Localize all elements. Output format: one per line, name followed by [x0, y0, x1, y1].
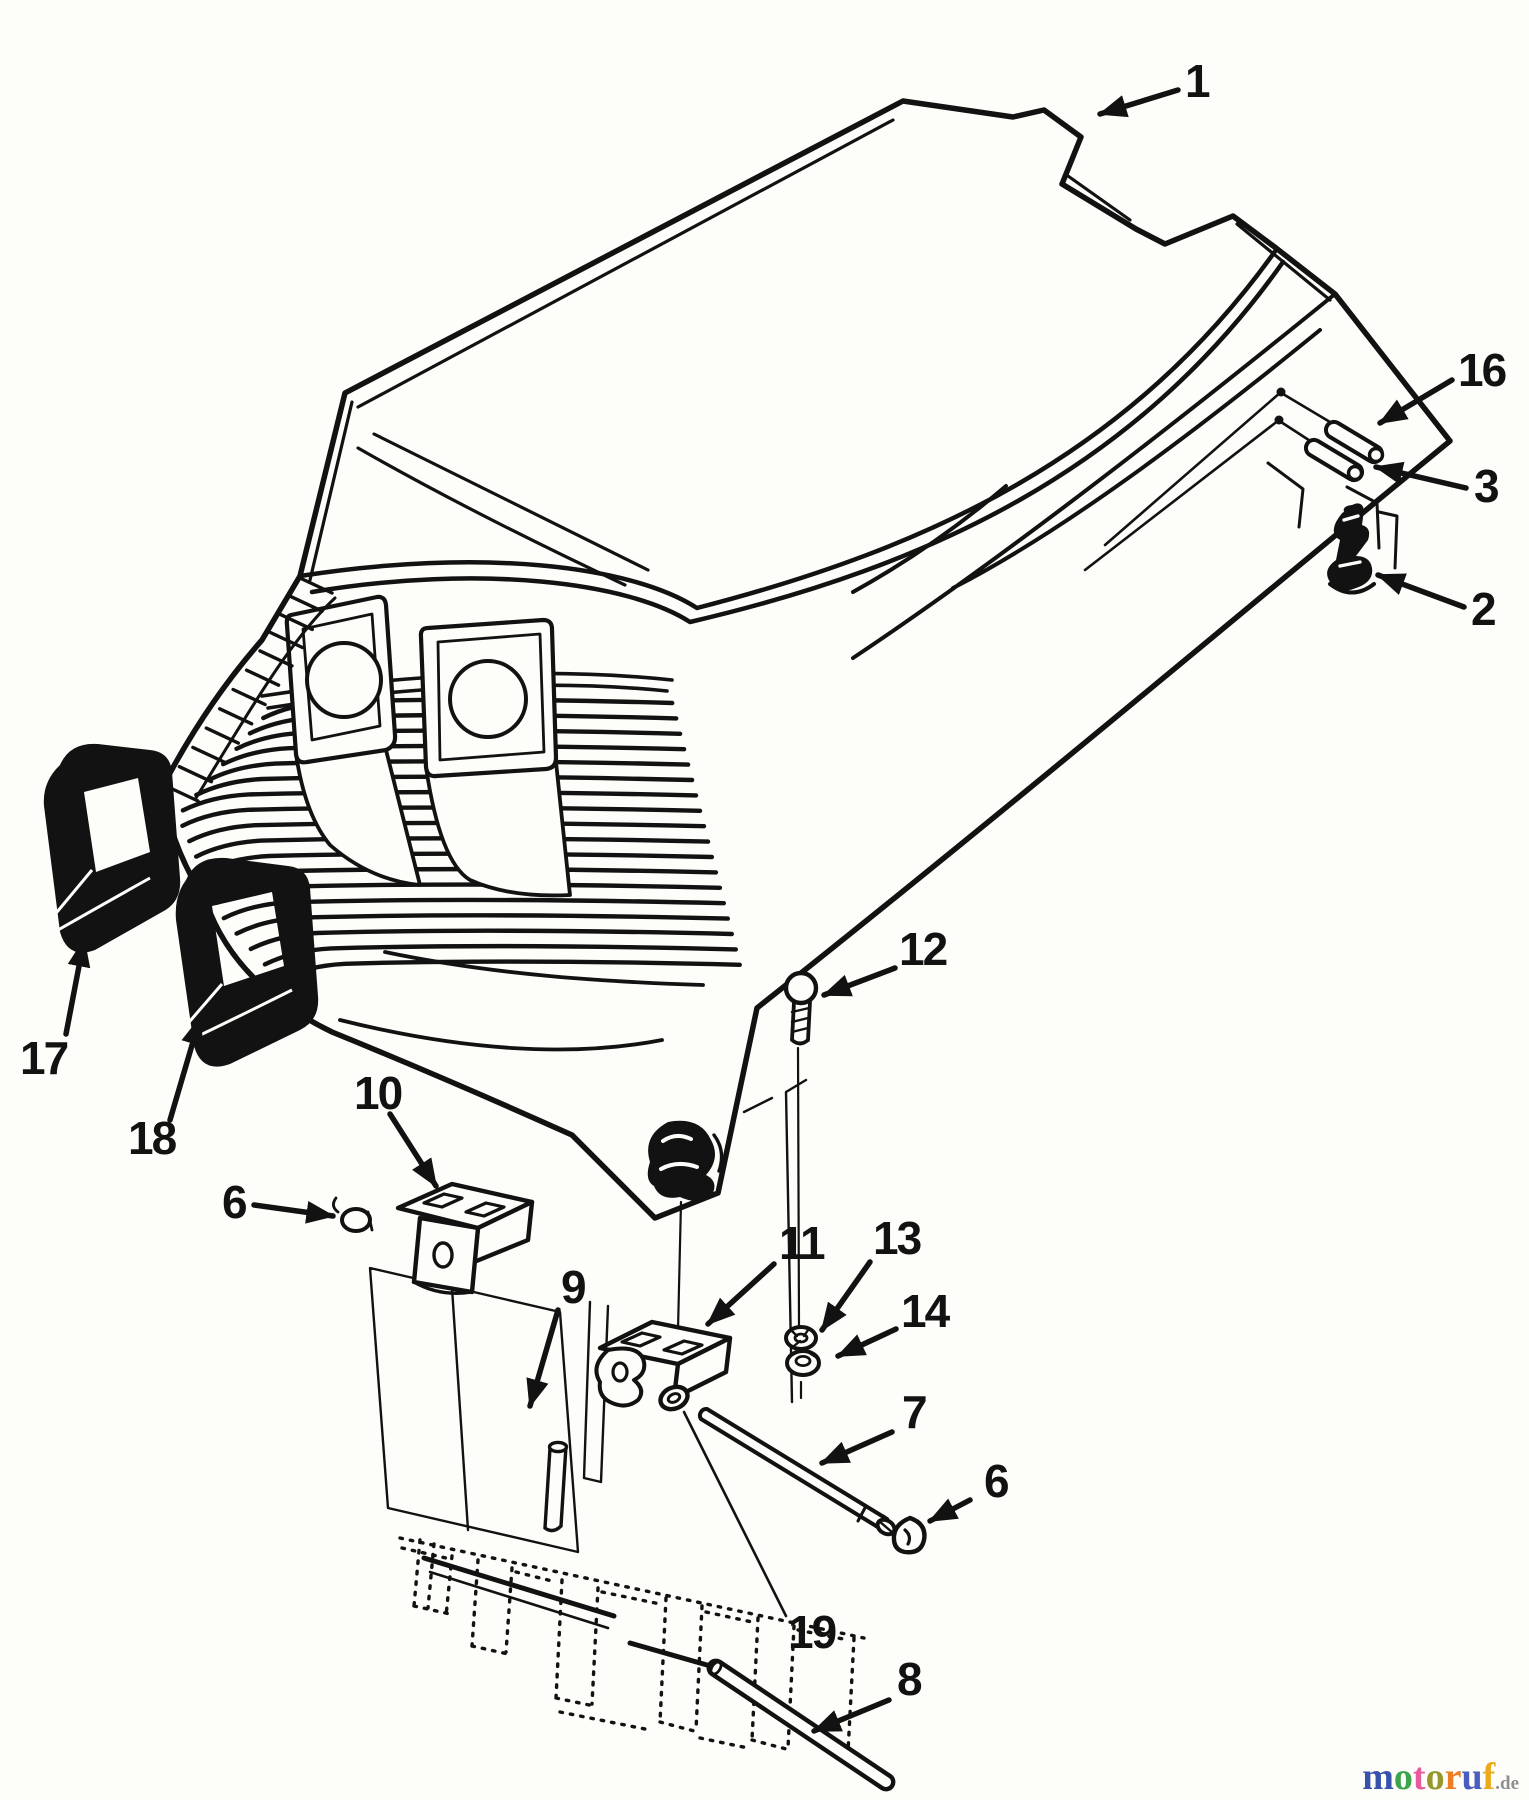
callout-14: 14	[835, 1285, 953, 1359]
rod-7	[697, 1407, 897, 1537]
headlight-lens-left	[305, 641, 383, 719]
callout-6-right: 6	[927, 1455, 1010, 1524]
callout-12-label: 12	[899, 923, 947, 975]
support-bracket-hidden	[398, 1536, 866, 1754]
callout-13-arrow	[819, 1259, 873, 1333]
washer-13	[784, 1325, 818, 1351]
callout-18-label: 18	[128, 1112, 177, 1164]
callout-16-label: 16	[1458, 344, 1506, 396]
callout-7: 7	[819, 1386, 928, 1466]
callout-18: 18	[128, 1015, 204, 1164]
callout-16-arrow	[1377, 377, 1455, 426]
callout-11-label: 11	[779, 1217, 825, 1269]
callout-14-arrow	[835, 1326, 899, 1359]
hood-top-accents	[356, 432, 650, 587]
callout-9-arrow	[526, 1307, 561, 1409]
nut-6-left	[332, 1196, 374, 1233]
grille-bottom-band	[338, 950, 705, 1052]
motoruf-logo-letter-4: r	[1444, 1756, 1462, 1798]
nut-14	[785, 1349, 821, 1377]
callout-1-label: 1	[1185, 55, 1210, 107]
motoruf-logo-letter-3: o	[1425, 1756, 1445, 1798]
motoruf-logo-letter-6: f	[1482, 1756, 1496, 1798]
callout-layer: 1 16 3 2 12 17 18 10 6 9 11 13 14 7 6 19 8	[20, 55, 1508, 1734]
callout-19-leader-line	[682, 1410, 788, 1618]
grille-left-hatching	[164, 576, 337, 803]
callout-14-label: 14	[901, 1285, 951, 1337]
callout-17-arrow	[63, 937, 91, 1037]
hinge-pin-leader-lines	[1083, 390, 1283, 572]
callout-6-left: 6	[222, 1176, 336, 1228]
pin-9	[543, 1440, 569, 1533]
callout-2: 2	[1375, 572, 1497, 635]
callout-6-right-label: 6	[984, 1455, 1008, 1507]
callout-3-label: 3	[1474, 460, 1498, 512]
headlight-openings	[284, 594, 572, 898]
screw-12	[783, 970, 819, 1400]
callout-11-arrow	[705, 1261, 777, 1327]
callout-10-arrow	[387, 1111, 439, 1189]
motoruf-logo-letter-1: o	[1393, 1756, 1413, 1798]
callout-3: 3	[1373, 460, 1500, 512]
callout-1: 1	[1097, 55, 1212, 118]
callout-13-label: 13	[873, 1212, 921, 1264]
callout-6-right-arrow	[927, 1497, 973, 1524]
grommet-19	[658, 1384, 690, 1412]
hood-part	[159, 98, 1453, 1221]
callout-8: 8	[811, 1653, 924, 1734]
hood-edge-accents	[308, 118, 1332, 582]
callout-19-label: 19	[788, 1606, 836, 1658]
hood-crease-lines	[297, 247, 1286, 625]
motoruf-logo-suffix: .de	[1495, 1773, 1519, 1794]
callout-2-label: 2	[1471, 583, 1495, 635]
callout-10-label: 10	[354, 1067, 402, 1119]
hood-side-creases	[851, 292, 1337, 660]
bracket-10	[395, 1181, 535, 1295]
hood-latch-knob	[647, 1120, 724, 1201]
bracket-11	[594, 1200, 733, 1408]
callout-17-label: 17	[20, 1032, 68, 1084]
callout-17: 17	[20, 937, 91, 1084]
callout-8-arrow	[811, 1697, 892, 1734]
callout-10: 10	[354, 1067, 439, 1189]
motoruf-logo-letter-0: m	[1362, 1756, 1394, 1798]
motoruf-logo-letter-5: u	[1461, 1756, 1483, 1798]
headlight-bezel-17	[43, 743, 181, 953]
callout-3-arrow	[1373, 461, 1469, 491]
callout-16: 16	[1377, 344, 1508, 426]
rod-8	[706, 1658, 896, 1792]
callout-6-left-arrow	[251, 1201, 336, 1224]
callout-2-arrow	[1375, 572, 1467, 610]
callout-12: 12	[821, 923, 949, 998]
callout-18-arrow	[167, 1015, 204, 1123]
callout-11: 11	[705, 1217, 827, 1327]
latch-part-2	[1327, 503, 1376, 595]
callout-9: 9	[526, 1261, 587, 1409]
headlight-lens-right	[448, 659, 528, 739]
callout-1-arrow	[1097, 87, 1181, 118]
hinge-corner-lines	[1266, 461, 1399, 570]
callout-7-label: 7	[902, 1386, 926, 1438]
callout-8-label: 8	[897, 1653, 922, 1705]
motoruf-logo[interactable]: motoruf.de	[1362, 1758, 1519, 1796]
push-nut-6-right	[891, 1515, 927, 1555]
callout-13: 13	[819, 1212, 923, 1333]
hinge-pin-group	[1083, 387, 1399, 595]
callout-6-left-label: 6	[222, 1176, 246, 1228]
callout-12-arrow	[821, 965, 898, 998]
motoruf-logo-letter-2: t	[1412, 1756, 1426, 1798]
callout-7-arrow	[819, 1429, 895, 1466]
mount-panels	[368, 1078, 808, 1554]
callout-9-label: 9	[561, 1261, 585, 1313]
callout-19: 19	[682, 1410, 838, 1658]
motoruf-logo-letters: motoruf	[1362, 1756, 1495, 1798]
